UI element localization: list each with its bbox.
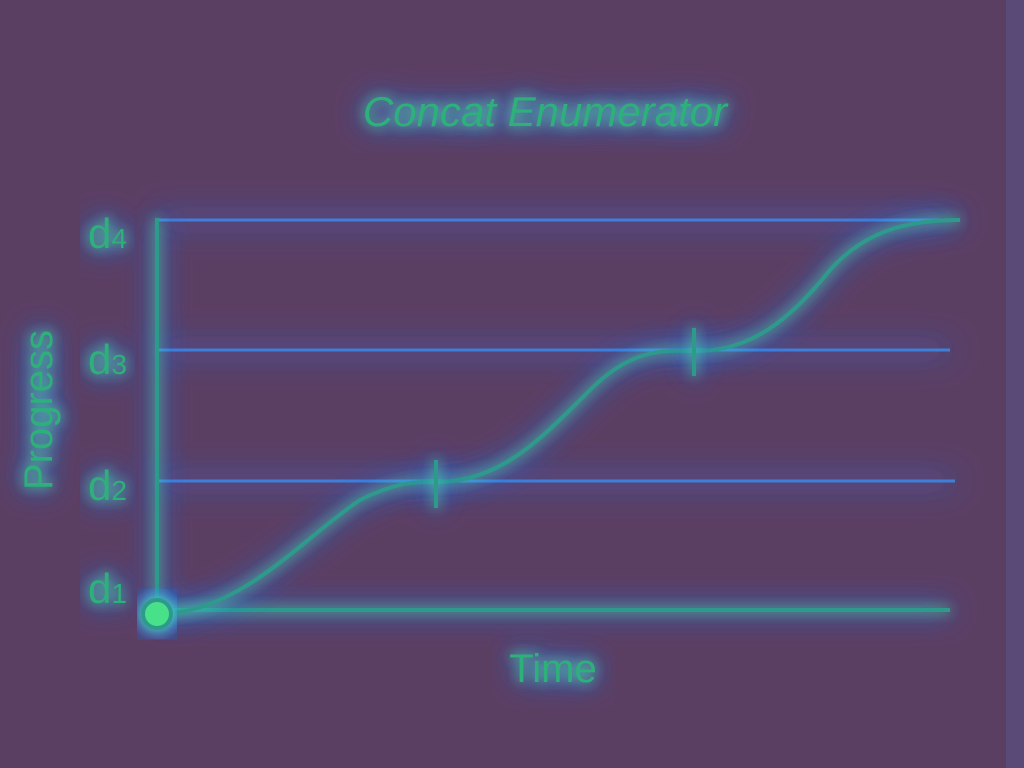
origin-marker	[141, 598, 173, 630]
level-labels: d4 d3 d2 d1	[88, 210, 127, 612]
right-edge-strip	[1006, 0, 1024, 768]
level-label-d2: d2	[88, 462, 127, 509]
segment-ticks	[434, 328, 696, 508]
level-label-d1: d1	[88, 565, 127, 612]
level-label-d3: d3	[88, 336, 127, 383]
diagram-title: Concat Enumerator	[363, 88, 729, 135]
y-axis-label: Progress	[17, 330, 61, 490]
axes	[155, 218, 950, 614]
level-lines	[155, 218, 955, 483]
level-label-d4: d4	[88, 210, 127, 257]
progress-curve	[156, 218, 961, 616]
x-axis-label: Time	[509, 647, 596, 691]
